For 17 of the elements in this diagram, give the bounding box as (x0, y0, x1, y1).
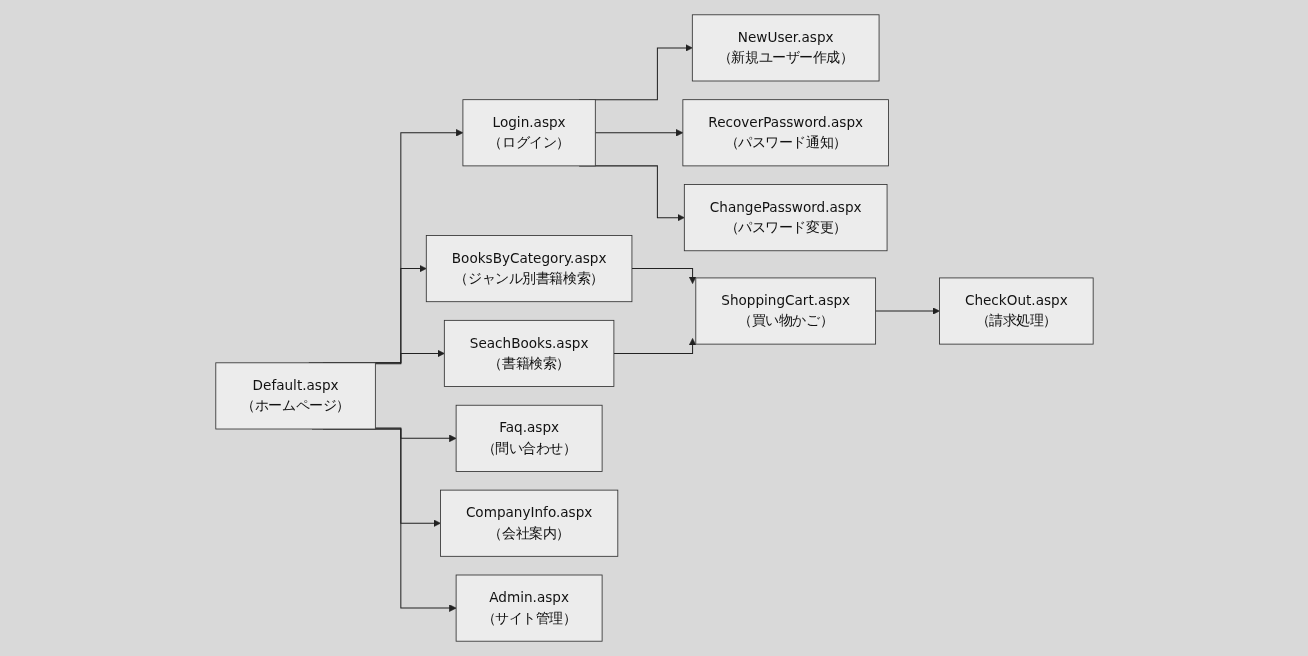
arrow (612, 338, 696, 354)
node-box: RecoverPassword.aspx （パスワード通知） (681, 99, 889, 167)
node-box: ChangePassword.aspx （パスワード変更） (683, 184, 887, 252)
arrow (374, 349, 445, 365)
node-box: Faq.aspx （問い合わせ） (455, 404, 603, 472)
node-box: ShoppingCart.aspx （買い物かご） (694, 277, 876, 345)
node-box: Admin.aspx （サイト管理） (455, 574, 603, 642)
node-box: BooksByCategory.aspx （ジャンル別書籍検索） (425, 235, 632, 303)
node-box: NewUser.aspx （新規ユーザー作成） (691, 14, 879, 82)
node-box: CompanyInfo.aspx （会社案内） (439, 489, 618, 557)
node-box: CheckOut.aspx （請求処理） (938, 277, 1094, 345)
node-box: Default.aspx （ホームページ） (214, 362, 376, 430)
arrow (874, 307, 940, 315)
arrow (630, 268, 696, 284)
node-box: Login.aspx （ログイン） (462, 99, 596, 167)
node-box: SeachBooks.aspx （書籍検索） (443, 319, 614, 387)
arrow (594, 129, 683, 137)
